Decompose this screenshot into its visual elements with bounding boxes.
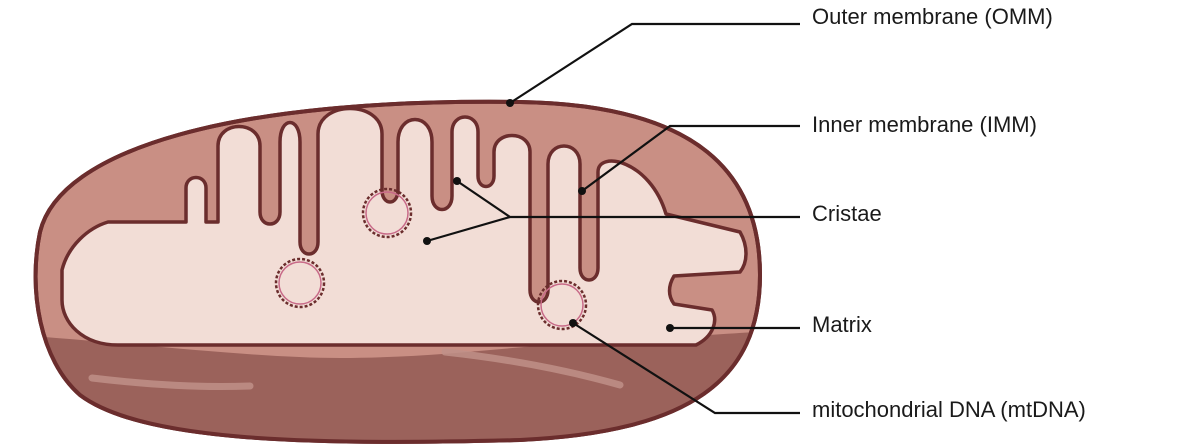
label-matrix: Matrix (812, 312, 872, 338)
leader-dot-cristae-upper (453, 177, 461, 185)
label-inner-membrane: Inner membrane (IMM) (812, 112, 1037, 138)
leader-dot-matrix (666, 324, 674, 332)
label-outer-membrane: Outer membrane (OMM) (812, 4, 1053, 30)
label-cristae: Cristae (812, 201, 882, 227)
leader-omm (510, 24, 800, 103)
leader-dot-omm (506, 99, 514, 107)
leader-dot-cristae-lower (423, 237, 431, 245)
leader-dot-mtdna (569, 319, 577, 327)
leader-dot-imm (578, 187, 586, 195)
label-mtdna: mitochondrial DNA (mtDNA) (812, 397, 1086, 423)
